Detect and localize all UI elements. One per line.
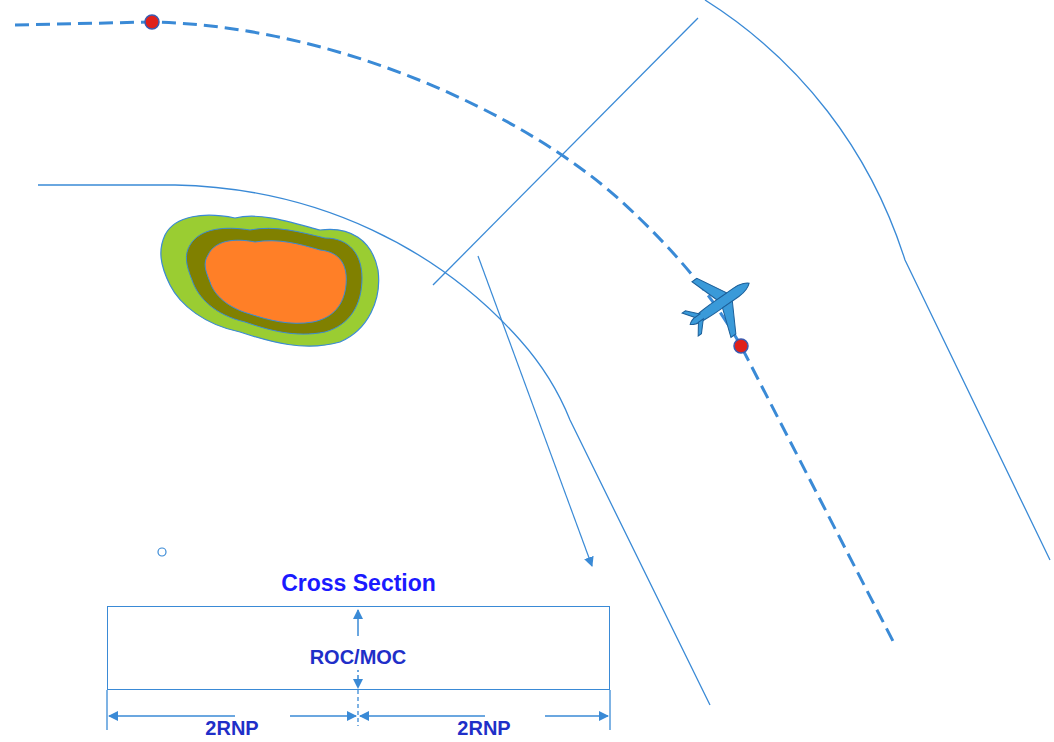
roc-arrow [357, 668, 359, 688]
section-heading: Cross Section [108, 570, 609, 597]
dimension-tick [609, 690, 610, 730]
dimension-line [545, 715, 608, 716]
roc-arrow [357, 610, 359, 636]
terrain-middle [186, 228, 362, 334]
cross-section-box: Cross SectionROC/MOC [107, 606, 610, 690]
dimension-tick [357, 690, 358, 726]
dimension-label: 2RNP [202, 717, 261, 740]
route-path [15, 22, 895, 645]
dimension-label: 2RNP [454, 717, 513, 740]
inner-boundary [38, 185, 710, 705]
waypoint [734, 339, 748, 353]
dimension-line [290, 715, 356, 716]
outer-boundary [705, 0, 1050, 560]
clearance-label: ROC/MOC [306, 645, 411, 670]
terrain-outer [161, 215, 379, 346]
small-circle [158, 548, 166, 556]
waypoint [145, 15, 159, 29]
cross-section-line [433, 18, 698, 285]
leader-line [478, 256, 592, 566]
dimension-tick [106, 690, 107, 730]
airplane-symbol [671, 255, 769, 352]
terrain-inner [205, 240, 346, 323]
